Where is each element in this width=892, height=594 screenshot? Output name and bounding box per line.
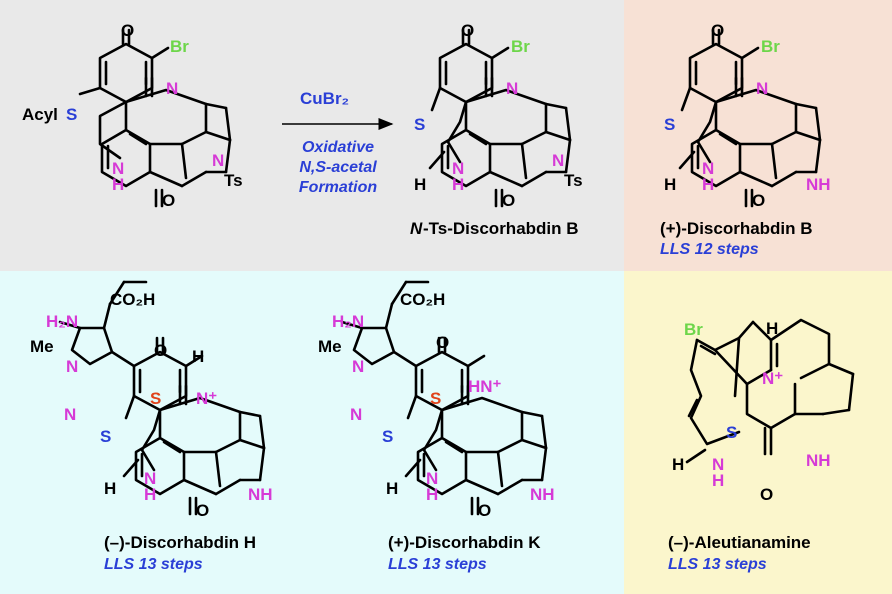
atom-s-3: S (664, 115, 675, 134)
caption-discorhabdin-k: (+)-Discorhabdin K (388, 533, 541, 552)
atom-s-6: S (726, 423, 737, 442)
atom-h2n-4: H₂N (46, 312, 78, 331)
atom-nh-5: NH (530, 485, 555, 504)
atom-o-4: O (154, 341, 167, 360)
atom-n-1: N (166, 79, 178, 98)
atom-co2h-5: CO₂H (400, 290, 445, 309)
atom-h-2b: H (452, 175, 464, 194)
reagent-label: CuBr₂ (300, 89, 349, 108)
atom-s-1: S (66, 105, 77, 124)
atom-br-1: Br (170, 37, 189, 56)
lls-discorhabdin-h: LLS 13 steps (104, 556, 203, 573)
caption-ts-discorhabdin-b: -Ts-Discorhabdin B (423, 219, 579, 238)
atom-h-1a: H (112, 175, 124, 194)
atom-h2n-5: H₂N (332, 312, 364, 331)
panel-discorhabdin-b (624, 0, 892, 271)
atom-n-1b: N (212, 151, 224, 170)
atom-nh-4: NH (248, 485, 273, 504)
atom-h-4c: H (144, 485, 156, 504)
panel-aleutianamine (624, 271, 892, 594)
atom-co2h-4: CO₂H (110, 290, 155, 309)
atom-h-3: H (664, 175, 676, 194)
atom-o-3b: O (752, 191, 765, 210)
panel-reaction (0, 0, 624, 271)
atom-o-2: O (461, 21, 474, 40)
atom-nplus-6: N⁺ (762, 369, 783, 388)
atom-n-4c: N (144, 469, 156, 488)
atom-o-3: O (711, 21, 724, 40)
atom-h-4b: H (104, 479, 116, 498)
structure-discorhabdin-k (340, 280, 548, 516)
atom-o-2b: O (502, 191, 515, 210)
lls-discorhabdin-k: LLS 13 steps (388, 556, 487, 573)
atom-hnplus-5: HN⁺ (468, 377, 502, 396)
condition-line-2: N,S-acetal (299, 159, 377, 176)
atom-n-4a: N (66, 357, 78, 376)
atom-n-2b: N (452, 159, 464, 178)
atom-h-2: H (414, 175, 426, 194)
atom-ts-2: Ts (564, 171, 583, 190)
atom-me-4: Me (30, 337, 54, 356)
structure-acyl-precursor (78, 28, 232, 208)
structure-discorhabdin-b (678, 28, 822, 208)
structure-n-ts-discorhabdin-b (428, 28, 572, 208)
atom-n-4b: N (64, 405, 76, 424)
caption-discorhabdin-b: (+)-Discorhabdin B (660, 219, 813, 238)
lls-discorhabdin-b: LLS 12 steps (660, 241, 759, 258)
caption-aleutianamine: (–)-Aleutianamine (668, 533, 811, 552)
atom-n-3: N (756, 79, 768, 98)
atom-s-2: S (414, 115, 425, 134)
atom-s-4: S (100, 427, 111, 446)
structure-discorhabdin-h (58, 280, 266, 516)
atom-o-4b: O (196, 501, 209, 520)
atom-h-3b: H (702, 175, 714, 194)
acyl-label: Acyl (22, 105, 58, 124)
condition-line-1: Oxidative (302, 139, 374, 156)
atom-o-1: O (121, 21, 134, 40)
atom-s-5: S (382, 427, 393, 446)
atom-o-1b: O (162, 191, 175, 210)
atom-nh-3: NH (806, 175, 831, 194)
atom-n-3b: N (702, 159, 714, 178)
atom-o-5b: O (478, 501, 491, 520)
atom-o-5: O (436, 333, 449, 352)
atom-n-6: N (712, 455, 724, 474)
atom-nh-1a: N (112, 159, 124, 178)
structure-aleutianamine (685, 318, 855, 464)
atom-h-6c: H (712, 471, 724, 490)
atom-s-4red: S (150, 389, 161, 408)
atom-o-6: O (760, 485, 773, 504)
atom-h-6b: H (672, 455, 684, 474)
atom-br-3: Br (761, 37, 780, 56)
caption-ts-prefix: N (410, 219, 423, 238)
atom-nplus-4: N⁺ (196, 389, 217, 408)
atom-s-5red: S (430, 389, 441, 408)
atom-h-5c: H (426, 485, 438, 504)
condition-line-3: Formation (299, 179, 377, 196)
atom-n-5b: N (350, 405, 362, 424)
atom-n-2c: N (552, 151, 564, 170)
lls-aleutianamine: LLS 13 steps (668, 556, 767, 573)
atom-ts-1: Ts (224, 171, 243, 190)
atom-me-5: Me (318, 337, 342, 356)
atom-h-6a: H (766, 319, 778, 338)
atom-n-5a: N (352, 357, 364, 376)
atom-br-6: Br (684, 320, 703, 339)
caption-discorhabdin-h: (–)-Discorhabdin H (104, 533, 256, 552)
atom-n-2: N (506, 79, 518, 98)
atom-h-4a: H (192, 347, 204, 366)
atom-nh-6: NH (806, 451, 831, 470)
atom-h-5: H (386, 479, 398, 498)
atom-n-5c: N (426, 469, 438, 488)
atom-br-2: Br (511, 37, 530, 56)
